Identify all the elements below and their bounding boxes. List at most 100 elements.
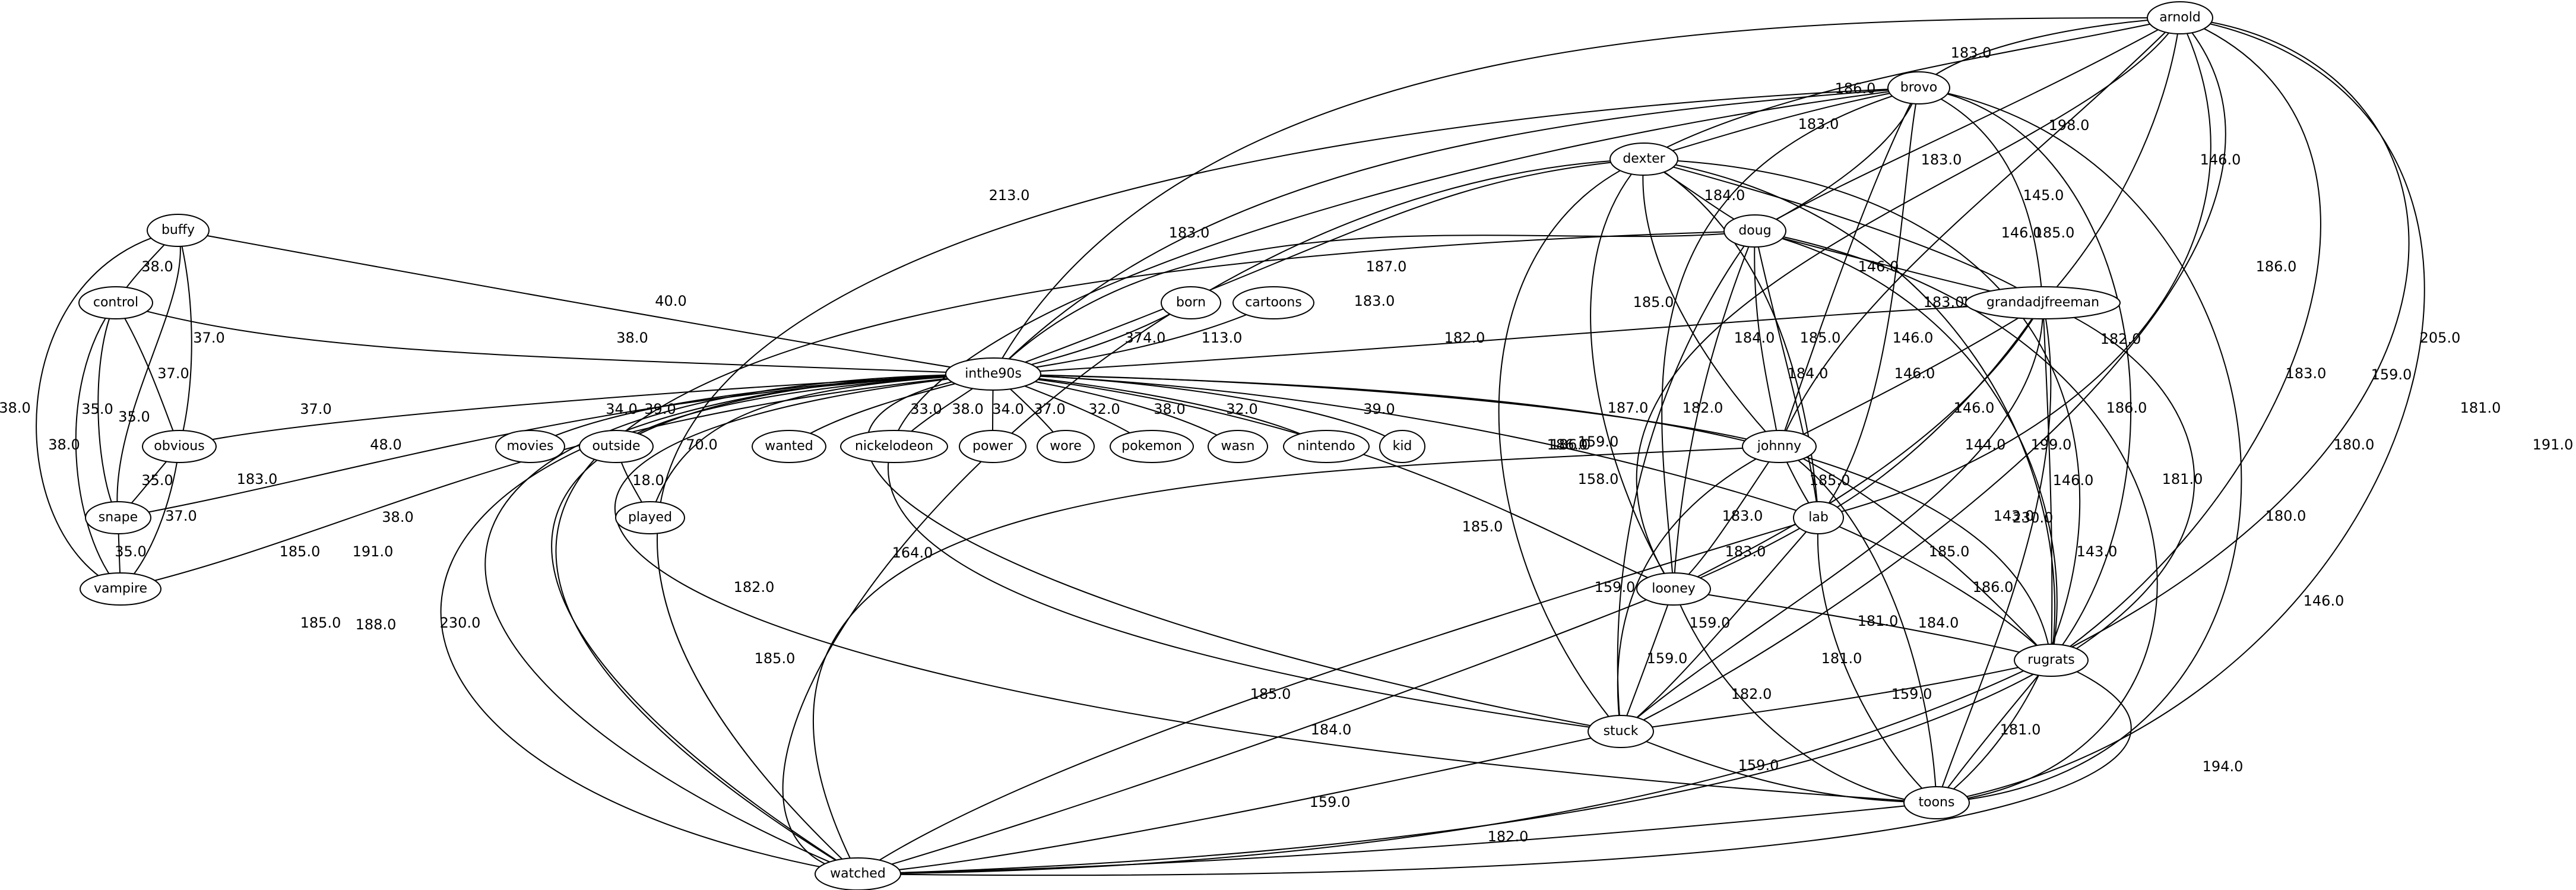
edge-label-looney-rugrats: 184.0 — [1918, 615, 1959, 631]
edge-label-grandadjfreeman-watched: 146.0 — [2303, 593, 2344, 609]
edge-label-control-obvious: 37.0 — [157, 365, 189, 382]
edge-labels-layer: 183.0186.0198.0213.0146.0185.0186.0183.0… — [0, 45, 2573, 845]
edge-inthe90s-looney — [993, 373, 1674, 590]
edge-label-inthe90s-wasn: 38.0 — [1154, 401, 1185, 417]
edge-dexter-lab — [1643, 159, 1819, 518]
edge-label-doug-grandadjfreeman: 146.0 — [1858, 258, 1899, 275]
node-label-doug: doug — [1738, 223, 1771, 238]
node-wasn: wasn — [1208, 430, 1268, 463]
edge-brovo-lab — [1818, 87, 1919, 518]
node-nintendo: nintendo — [1283, 430, 1370, 463]
edge-inthe90s-rugrats — [993, 373, 2052, 661]
edge-control-vampire — [75, 302, 121, 590]
edge-label-dexter-doug: 184.0 — [1704, 187, 1745, 204]
node-inthe90s: inthe90s — [945, 357, 1041, 391]
node-label-arnold: arnold — [2159, 10, 2201, 25]
edge-label-brovo-dexter: 183.0 — [1798, 116, 1839, 132]
edge-arnold-brovo — [1918, 17, 2181, 88]
edge-toons-watched — [857, 802, 1937, 875]
edge-label-inthe90s-johnny: 186.0 — [1550, 436, 1591, 453]
node-watched: watched — [815, 857, 901, 890]
edge-label-inthe90s-stuck: 164.0 — [892, 544, 933, 561]
node-obvious: obvious — [142, 430, 217, 463]
edge-label-inthe90s-snape: 48.0 — [370, 436, 401, 453]
edge-label-inthe90s-rugrats: 230.0 — [2013, 509, 2054, 526]
edge-label-inthe90s-played: 70.0 — [686, 436, 717, 453]
edge-label-arnold-stuck: 159.0 — [2371, 366, 2412, 383]
edge-label-lab-stuck: 159.0 — [1690, 615, 1731, 631]
node-ellipse-arnold — [2147, 1, 2213, 34]
edge-label-brovo-inthe90s: 183.0 — [1169, 224, 1210, 241]
node-ellipse-rugrats — [2014, 644, 2089, 677]
node-control: control — [78, 286, 153, 319]
edge-label-inthe90s-power: 34.0 — [992, 401, 1024, 417]
edge-control-snape — [97, 302, 119, 518]
node-label-rugrats: rugrats — [2027, 653, 2075, 667]
edge-label-lab-rugrats: 186.0 — [1973, 579, 2014, 596]
edge-label-rugrats-watched: 194.0 — [2203, 758, 2244, 775]
node-ellipse-control — [78, 286, 153, 319]
edge-doug-lab — [1754, 230, 1819, 518]
edge-label-cartoons-inthe90s: 113.0 — [1202, 330, 1243, 346]
edge-doug-johnny — [1754, 230, 1780, 447]
edge-label-inthe90s-nickelodeon: 38.0 — [952, 401, 983, 417]
edge-brovo-grandadjfreeman — [1918, 87, 2043, 303]
node-label-wanted: wanted — [765, 439, 813, 454]
node-johnny: johnny — [1742, 430, 1817, 463]
edge-johnny-watched — [812, 446, 1780, 875]
node-ellipse-vampire — [80, 572, 161, 606]
edge-lab-stuck — [1620, 517, 1819, 732]
node-born: born — [1161, 286, 1221, 319]
node-label-inthe90s: inthe90s — [965, 366, 1022, 381]
node-label-snape: snape — [99, 510, 138, 525]
edge-label-born-inthe90s: 374.0 — [1125, 330, 1166, 346]
edge-label-brovo-doug: 183.0 — [1921, 151, 1962, 168]
edge-buffy-vampire — [36, 230, 179, 590]
edge-label-brovo-rugrats: 183.0 — [2286, 365, 2327, 382]
edge-label-grandadjfreeman-inthe90s: 146.0 — [1893, 330, 1934, 346]
edge-doug-watched — [555, 230, 1756, 875]
edge-doug-toons — [1754, 230, 2158, 803]
node-pokemon: pokemon — [1110, 430, 1194, 463]
node-brovo: brovo — [1887, 71, 1950, 104]
edge-label-johnny-rugrats: 185.0 — [1929, 543, 1970, 560]
edge-dexter-inthe90s — [993, 159, 1645, 375]
edge-dexter-looney — [1590, 159, 1674, 590]
edge-label-arnold-looney: 183.0 — [1354, 293, 1395, 309]
edge-lab-rugrats — [1818, 517, 2052, 661]
edge-label-brovo-lab: 183.0 — [1924, 294, 1965, 311]
edge-label-looney-watched: 184.0 — [1311, 721, 1352, 738]
edge-label-snape-vampire: 35.0 — [115, 543, 146, 560]
edge-brovo-doug — [1754, 87, 1919, 232]
edge-label-brovo-toons: 180.0 — [2334, 436, 2375, 453]
edge-label-doug-watched: 191.0 — [353, 543, 394, 560]
edge-doug-looney — [1673, 230, 1756, 590]
node-cartoons: cartoons — [1232, 286, 1314, 319]
node-label-obvious: obvious — [154, 439, 204, 454]
node-snape: snape — [85, 501, 151, 534]
edge-label-dexter-rugrats: 186.0 — [2106, 400, 2147, 416]
edge-dexter-johnny — [1642, 159, 1780, 447]
node-power: power — [959, 430, 1026, 463]
edge-label-lab-watched: 185.0 — [1250, 686, 1291, 702]
node-ellipse-looney — [1636, 572, 1711, 606]
node-label-dexter: dexter — [1623, 151, 1665, 166]
edge-label-dexter-inthe90s: 187.0 — [1366, 258, 1407, 275]
edge-label-johnny-lab: 185.0 — [1810, 472, 1851, 489]
edge-label-dexter-toons: 181.0 — [2162, 471, 2203, 487]
node-label-vampire: vampire — [94, 581, 147, 596]
edge-stuck-toons — [1620, 731, 1937, 803]
node-lab: lab — [1793, 501, 1844, 534]
edge-label-doug-lab: 184.0 — [1788, 365, 1829, 382]
edge-label-brovo-grandadjfreeman: 145.0 — [2023, 187, 2064, 204]
edge-label-looney-stuck: 159.0 — [1647, 650, 1688, 667]
edge-label-inthe90s-vampire: 38.0 — [382, 509, 413, 525]
node-ellipse-doug — [1723, 214, 1786, 248]
node-stuck: stuck — [1588, 715, 1654, 748]
edge-label-inthe90s-obvious: 37.0 — [300, 401, 331, 417]
edge-arnold-stuck — [1620, 17, 2226, 732]
edge-inthe90s-watched — [551, 373, 994, 875]
edge-rugrats-watched — [857, 660, 2132, 876]
node-doug: doug — [1723, 214, 1786, 248]
